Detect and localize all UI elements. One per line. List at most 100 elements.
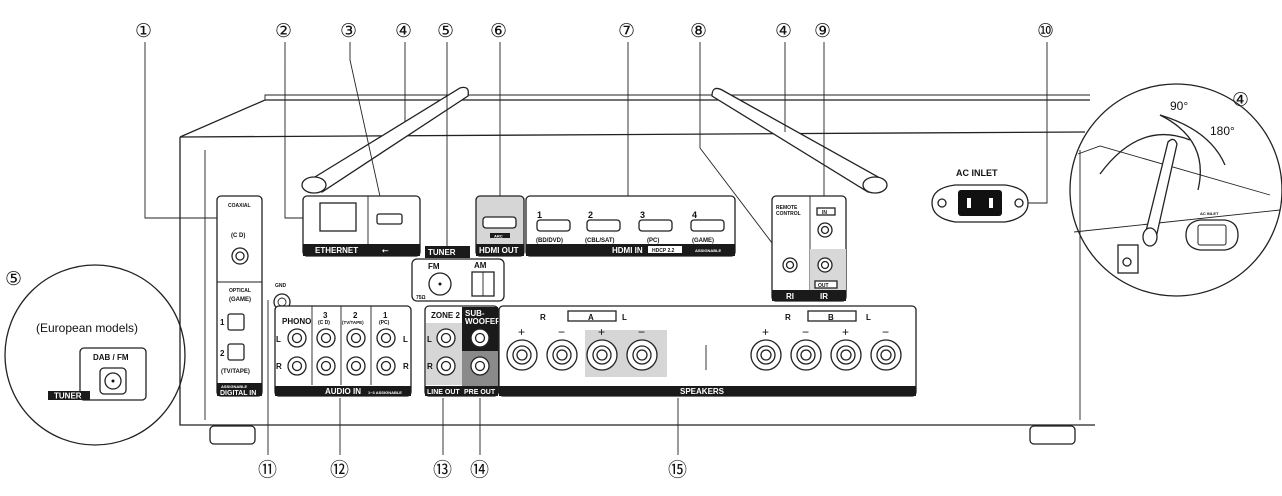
label-text: − — [558, 325, 565, 339]
label-text: OUT — [818, 283, 829, 289]
label-text: L — [866, 313, 871, 322]
fm-antenna-jack[interactable] — [428, 272, 452, 296]
label-text: R — [540, 313, 546, 322]
label-text: (PC) — [647, 238, 659, 244]
am-antenna-terminal[interactable] — [471, 271, 495, 297]
optical-jack-2[interactable] — [227, 343, 245, 361]
ac-inlet[interactable]: AC INLET — [931, 168, 1029, 223]
label-text: ASSIGNABLE — [221, 384, 248, 389]
antenna-left[interactable] — [301, 86, 469, 194]
callout-2: ② — [275, 20, 292, 42]
rca-jacks[interactable] — [287, 328, 396, 376]
antenna-rotation-inset: 90° 180° AC INLET — [1069, 83, 1282, 297]
foot-right — [1029, 425, 1076, 445]
label-text: WOOFER — [465, 317, 501, 326]
ir-out-jack[interactable] — [817, 257, 833, 273]
label-text: DIGITAL IN — [220, 390, 256, 397]
label-text: A — [588, 313, 594, 322]
hdmi-out-port[interactable] — [482, 216, 517, 229]
label-text: PRE OUT — [464, 389, 496, 396]
label-text: + — [598, 325, 605, 339]
label-text: ARC — [494, 234, 503, 239]
callout-4: ④ — [395, 20, 412, 42]
hdmi-in-3[interactable]: 3 (PC) — [638, 210, 673, 244]
optical-jack-1[interactable] — [227, 313, 245, 331]
label-text: 2 — [220, 349, 225, 358]
hdmi-in-1[interactable]: 1 (BD/DVD) — [536, 210, 571, 244]
label-text: 1 — [220, 318, 225, 327]
label-text: (European models) — [36, 321, 138, 335]
callout-15: ⑮ — [668, 459, 687, 481]
remote-control-jack[interactable] — [782, 257, 798, 273]
audio-in-panel: PHONO 3 (C D) 2 (TV/TAPE) 1 (PC) L R L R… — [274, 305, 412, 397]
hdmi-in-2[interactable]: 2 (CBL/SAT) — [585, 210, 621, 244]
label-text: 2 — [353, 311, 358, 320]
label-text: L — [427, 335, 432, 344]
hdmi-out-panel: ARC HDMI OUT — [475, 195, 525, 257]
antenna-right[interactable] — [711, 87, 888, 194]
label-text: (CBL/SAT) — [585, 238, 615, 244]
label-text: CONTROL — [776, 211, 801, 217]
ethernet-port[interactable] — [319, 202, 357, 232]
label-text: R — [427, 362, 433, 371]
label-text: AM — [474, 261, 487, 270]
label-text: 90° — [1170, 99, 1188, 113]
label-text: OPTICAL — [229, 288, 251, 294]
ir-in-jack[interactable] — [817, 222, 833, 238]
label-text: RI — [786, 292, 794, 301]
hdmi-in-4[interactable]: 4 (GAME) — [690, 210, 725, 244]
chassis — [179, 94, 1095, 445]
label-text: L — [622, 313, 627, 322]
callout-9: ⑨ — [814, 20, 831, 42]
european-models-inset: (European models) DAB / FM TUNER — [4, 264, 186, 446]
label-text: + — [842, 325, 849, 339]
callout-5: ⑤ — [437, 20, 454, 42]
digital-in-panel: COAXIAL (C D) OPTICAL (GAME) 1 2 (TV/TAP… — [216, 195, 263, 397]
zone2-subwoofer-panel: ZONE 2 SUB- WOOFER L R LINE OUT PRE OUT — [424, 305, 501, 397]
label-text: 2 — [588, 210, 593, 220]
label-text: AC INLET — [1200, 211, 1219, 216]
label-text: (GAME) — [229, 297, 251, 303]
dab-fm-antenna-jack[interactable] — [99, 367, 127, 395]
label-text: TUNER — [428, 248, 456, 257]
label-text: + — [518, 325, 525, 339]
label-text: LINE OUT — [427, 389, 460, 396]
coaxial-jack[interactable] — [231, 247, 249, 265]
label-text: COAXIAL — [228, 203, 251, 209]
speaker-terminals[interactable] — [506, 339, 902, 371]
label-text: (TV/TAPE) — [221, 369, 250, 375]
callout-4c: ④ — [1232, 89, 1249, 111]
label-text: 3 — [640, 210, 645, 220]
subwoofer-jacks[interactable] — [470, 328, 490, 376]
label-text: − — [882, 325, 889, 339]
usb-port[interactable] — [376, 213, 403, 225]
foot-left — [209, 425, 256, 445]
label-text: L — [403, 335, 408, 344]
label-text: IR — [820, 292, 828, 301]
label-text: (C D) — [231, 233, 245, 239]
label-text: 4 — [692, 210, 697, 220]
callout-13: ⑬ — [433, 459, 452, 481]
label-text: HDCP 2.2 — [652, 248, 675, 254]
label-text: − — [638, 325, 645, 339]
label-text: AUDIO IN — [325, 387, 361, 396]
label-text: DAB / FM — [93, 353, 129, 362]
tuner-panel: TUNER FM 75Ω AM — [411, 246, 505, 302]
label-text: TUNER — [54, 392, 82, 401]
network-panel: ETHERNET ⭠ — [302, 195, 421, 257]
zone2-jacks[interactable] — [436, 328, 456, 376]
callout-6: ⑥ — [490, 20, 507, 42]
label-text: FM — [428, 262, 440, 271]
label-text: (BD/DVD) — [536, 238, 563, 244]
label-text: HDMI IN — [612, 246, 643, 255]
callout-12: ⑫ — [330, 459, 349, 481]
callout-1: ① — [135, 20, 152, 42]
callout-4b: ④ — [775, 20, 792, 42]
hdmi-in-panel: 1 (BD/DVD) 2 (CBL/SAT) 3 (PC) 4 (GAME) H… — [525, 195, 736, 257]
label-text: 180° — [1210, 124, 1235, 138]
label-text: (GAME) — [692, 238, 714, 244]
label-text: 3 — [323, 311, 328, 320]
label-text: (C D) — [318, 320, 330, 326]
label-text: R — [403, 362, 409, 371]
